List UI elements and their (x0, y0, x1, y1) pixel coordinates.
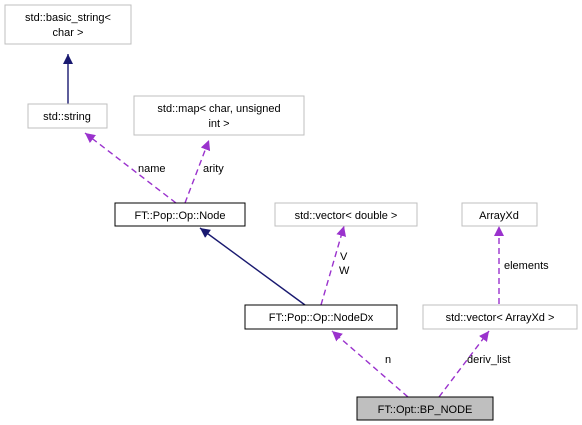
node-string-label: std::string (43, 111, 91, 123)
edge-string-used-by-node-name (84, 132, 177, 204)
edge-vector-arrayxd-used-by-bp-node (438, 330, 490, 398)
node-basic-string-line-2: char > (53, 27, 84, 39)
edge-nodedx-used-by-bp-node-n (331, 330, 409, 398)
edge-label-v: V (340, 251, 348, 263)
node-arrayxd[interactable]: ArrayXd (461, 202, 538, 227)
node-vector-arrayxd[interactable]: std::vector< ArrayXd > (422, 304, 578, 330)
node-basic-string-line-1: std::basic_string< (25, 12, 111, 24)
edge-label-deriv-list: deriv_list (467, 354, 510, 366)
node-basic-string[interactable]: std::basic_string< char > (4, 4, 132, 45)
node-vector-double[interactable]: std::vector< double > (274, 202, 418, 227)
node-ft-pop-op-nodedx-label: FT::Pop::Op::NodeDx (269, 312, 374, 324)
node-ft-pop-op-node-label: FT::Pop::Op::Node (134, 210, 225, 222)
node-string[interactable]: std::string (27, 103, 108, 129)
node-ft-opt-bp-node-label: FT::Opt::BP_NODE (378, 404, 473, 416)
node-ft-pop-op-nodedx[interactable]: FT::Pop::Op::NodeDx (244, 304, 398, 330)
edges (63, 54, 504, 398)
edge-label-n: n (385, 354, 391, 366)
node-vector-double-label: std::vector< double > (295, 210, 398, 222)
node-map-line-1: std::map< char, unsigned (157, 103, 280, 115)
edge-map-used-by-node-arity (184, 139, 211, 204)
node-vector-arrayxd-label: std::vector< ArrayXd > (446, 312, 555, 324)
node-ft-opt-bp-node[interactable]: FT::Opt::BP_NODE (356, 396, 494, 421)
edge-label-elements: elements (504, 260, 549, 272)
node-map-line-2: int > (208, 118, 229, 130)
edge-label-w: W (339, 265, 350, 277)
edge-vector-double-used-by-nodedx (320, 225, 347, 306)
node-arrayxd-label: ArrayXd (479, 210, 519, 222)
edge-label-name: name (138, 163, 166, 175)
edge-nodedx-inherits-node (199, 227, 306, 306)
node-ft-pop-op-node[interactable]: FT::Pop::Op::Node (114, 202, 246, 227)
node-map[interactable]: std::map< char, unsigned int > (133, 95, 305, 136)
edge-labels: name arity V W elements n deriv_list (138, 163, 549, 366)
edge-label-arity: arity (203, 163, 224, 175)
